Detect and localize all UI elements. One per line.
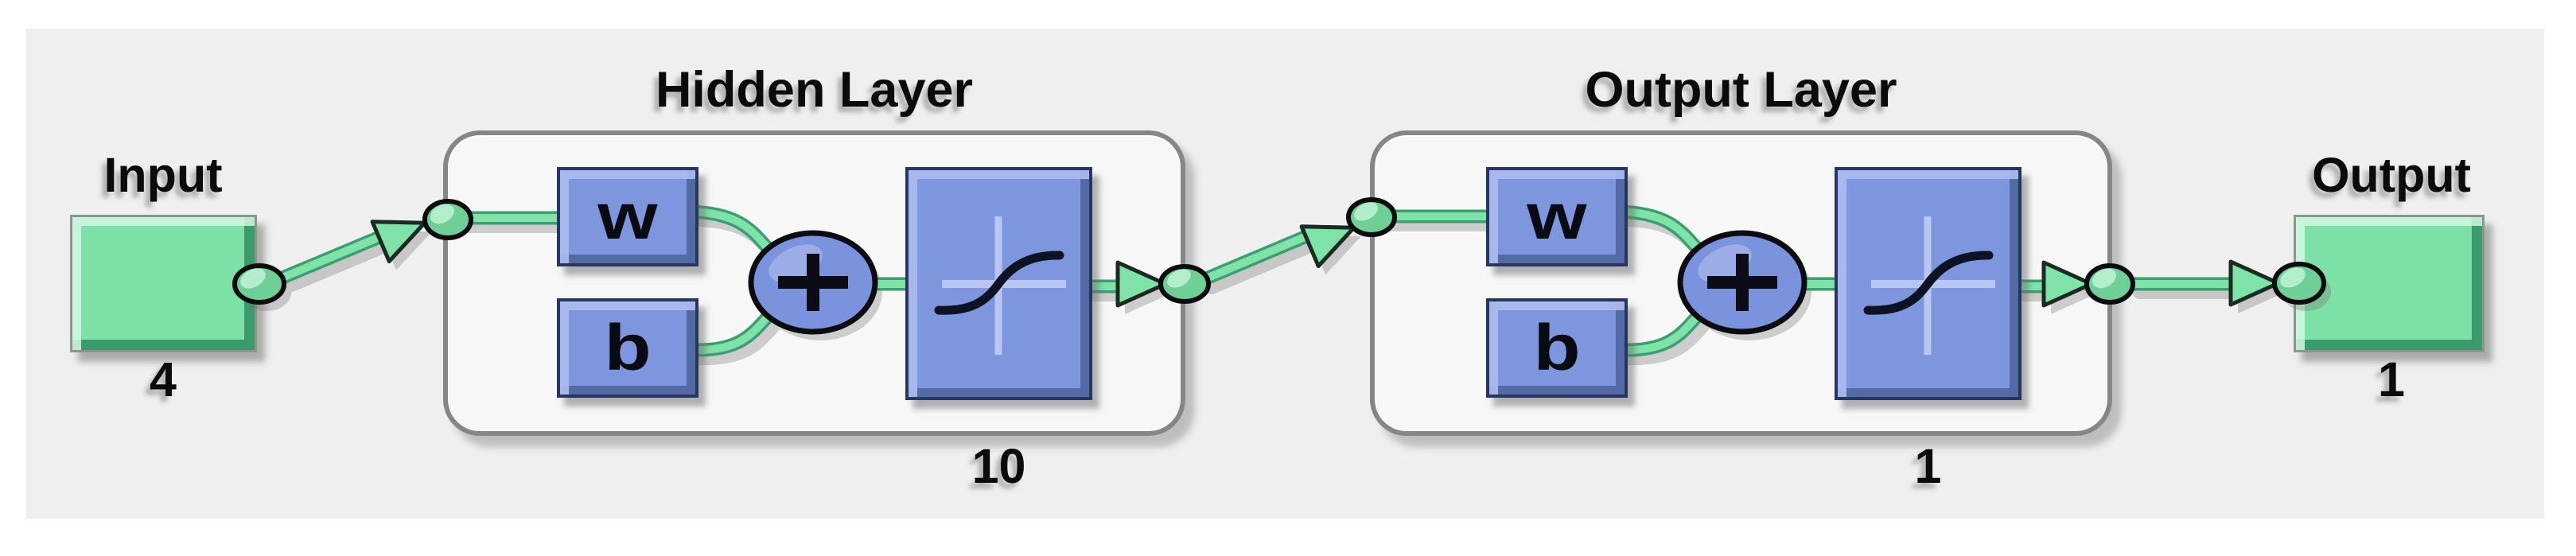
hidden-bias-block: b bbox=[557, 298, 698, 398]
output-label: Output bbox=[2312, 148, 2471, 202]
output-sum-junction bbox=[1677, 230, 1807, 335]
sigmoid-curve-icon bbox=[1863, 216, 1995, 355]
output-layer-title: Output Layer bbox=[1585, 62, 1897, 118]
arrow-icon bbox=[1299, 224, 1356, 269]
node-dot-icon bbox=[1346, 197, 1397, 237]
output-weight-block: w bbox=[1486, 167, 1628, 266]
output-bias-label: b bbox=[1533, 311, 1581, 384]
node-dot-icon bbox=[2084, 263, 2135, 305]
sigmoid-curve-icon bbox=[934, 216, 1066, 355]
node-dot-icon bbox=[422, 199, 473, 240]
arrow-icon bbox=[2041, 260, 2094, 308]
input-label: Input bbox=[103, 148, 223, 202]
input-dimension: 4 bbox=[150, 352, 177, 406]
node-dot-icon bbox=[1158, 264, 1211, 304]
hidden-sum-junction bbox=[748, 230, 878, 335]
arrow-icon bbox=[370, 220, 427, 264]
hidden-weight-block: w bbox=[557, 167, 698, 266]
hidden-layer-size: 10 bbox=[971, 439, 1026, 493]
hidden-transfer-block bbox=[905, 167, 1092, 400]
output-bias-block: b bbox=[1486, 298, 1628, 398]
output-weight-label: w bbox=[1527, 180, 1587, 253]
arrow-icon bbox=[2228, 259, 2281, 307]
hidden-layer-title: Hidden Layer bbox=[655, 62, 974, 118]
hidden-weight-label: w bbox=[597, 180, 658, 253]
output-dimension: 1 bbox=[2378, 352, 2405, 406]
sum-plus-icon bbox=[778, 254, 848, 311]
input-block bbox=[70, 215, 257, 352]
arrow-icon bbox=[1115, 260, 1168, 308]
node-dot-icon bbox=[232, 263, 286, 305]
node-dot-icon bbox=[2272, 262, 2326, 305]
sum-plus-icon bbox=[1707, 254, 1777, 311]
output-transfer-block bbox=[1835, 167, 2021, 400]
connector-dots bbox=[232, 197, 2326, 305]
output-layer-size: 1 bbox=[1914, 439, 1942, 493]
hidden-bias-label: b bbox=[604, 311, 652, 384]
